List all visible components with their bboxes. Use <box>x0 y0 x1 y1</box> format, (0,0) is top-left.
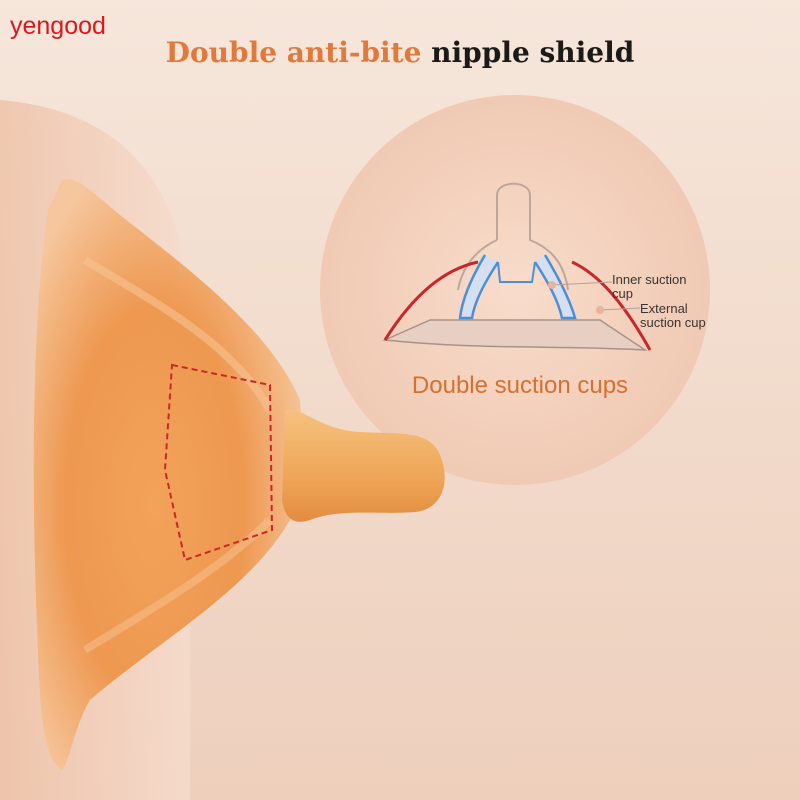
detail-circle <box>320 95 710 485</box>
external-suction-label: External suction cup <box>640 301 706 330</box>
inner-cup-outline <box>163 363 274 562</box>
title-accent: Double anti-bite <box>165 36 422 69</box>
shield-body <box>33 179 302 770</box>
cross-section-diagram <box>382 182 652 351</box>
nipple-tip <box>282 409 445 522</box>
title-main: nipple shield <box>431 36 635 69</box>
inner-suction-label: Inner suction cup <box>612 272 687 301</box>
page-title: Double anti-bite nipple shield <box>0 36 800 69</box>
watermark-text: yengood <box>10 12 106 40</box>
nipple-shield-photo <box>33 179 445 770</box>
outer-cup-line-right <box>571 260 652 351</box>
outer-cup-line-left <box>383 260 479 341</box>
diagram-caption: Double suction cups <box>411 372 629 399</box>
